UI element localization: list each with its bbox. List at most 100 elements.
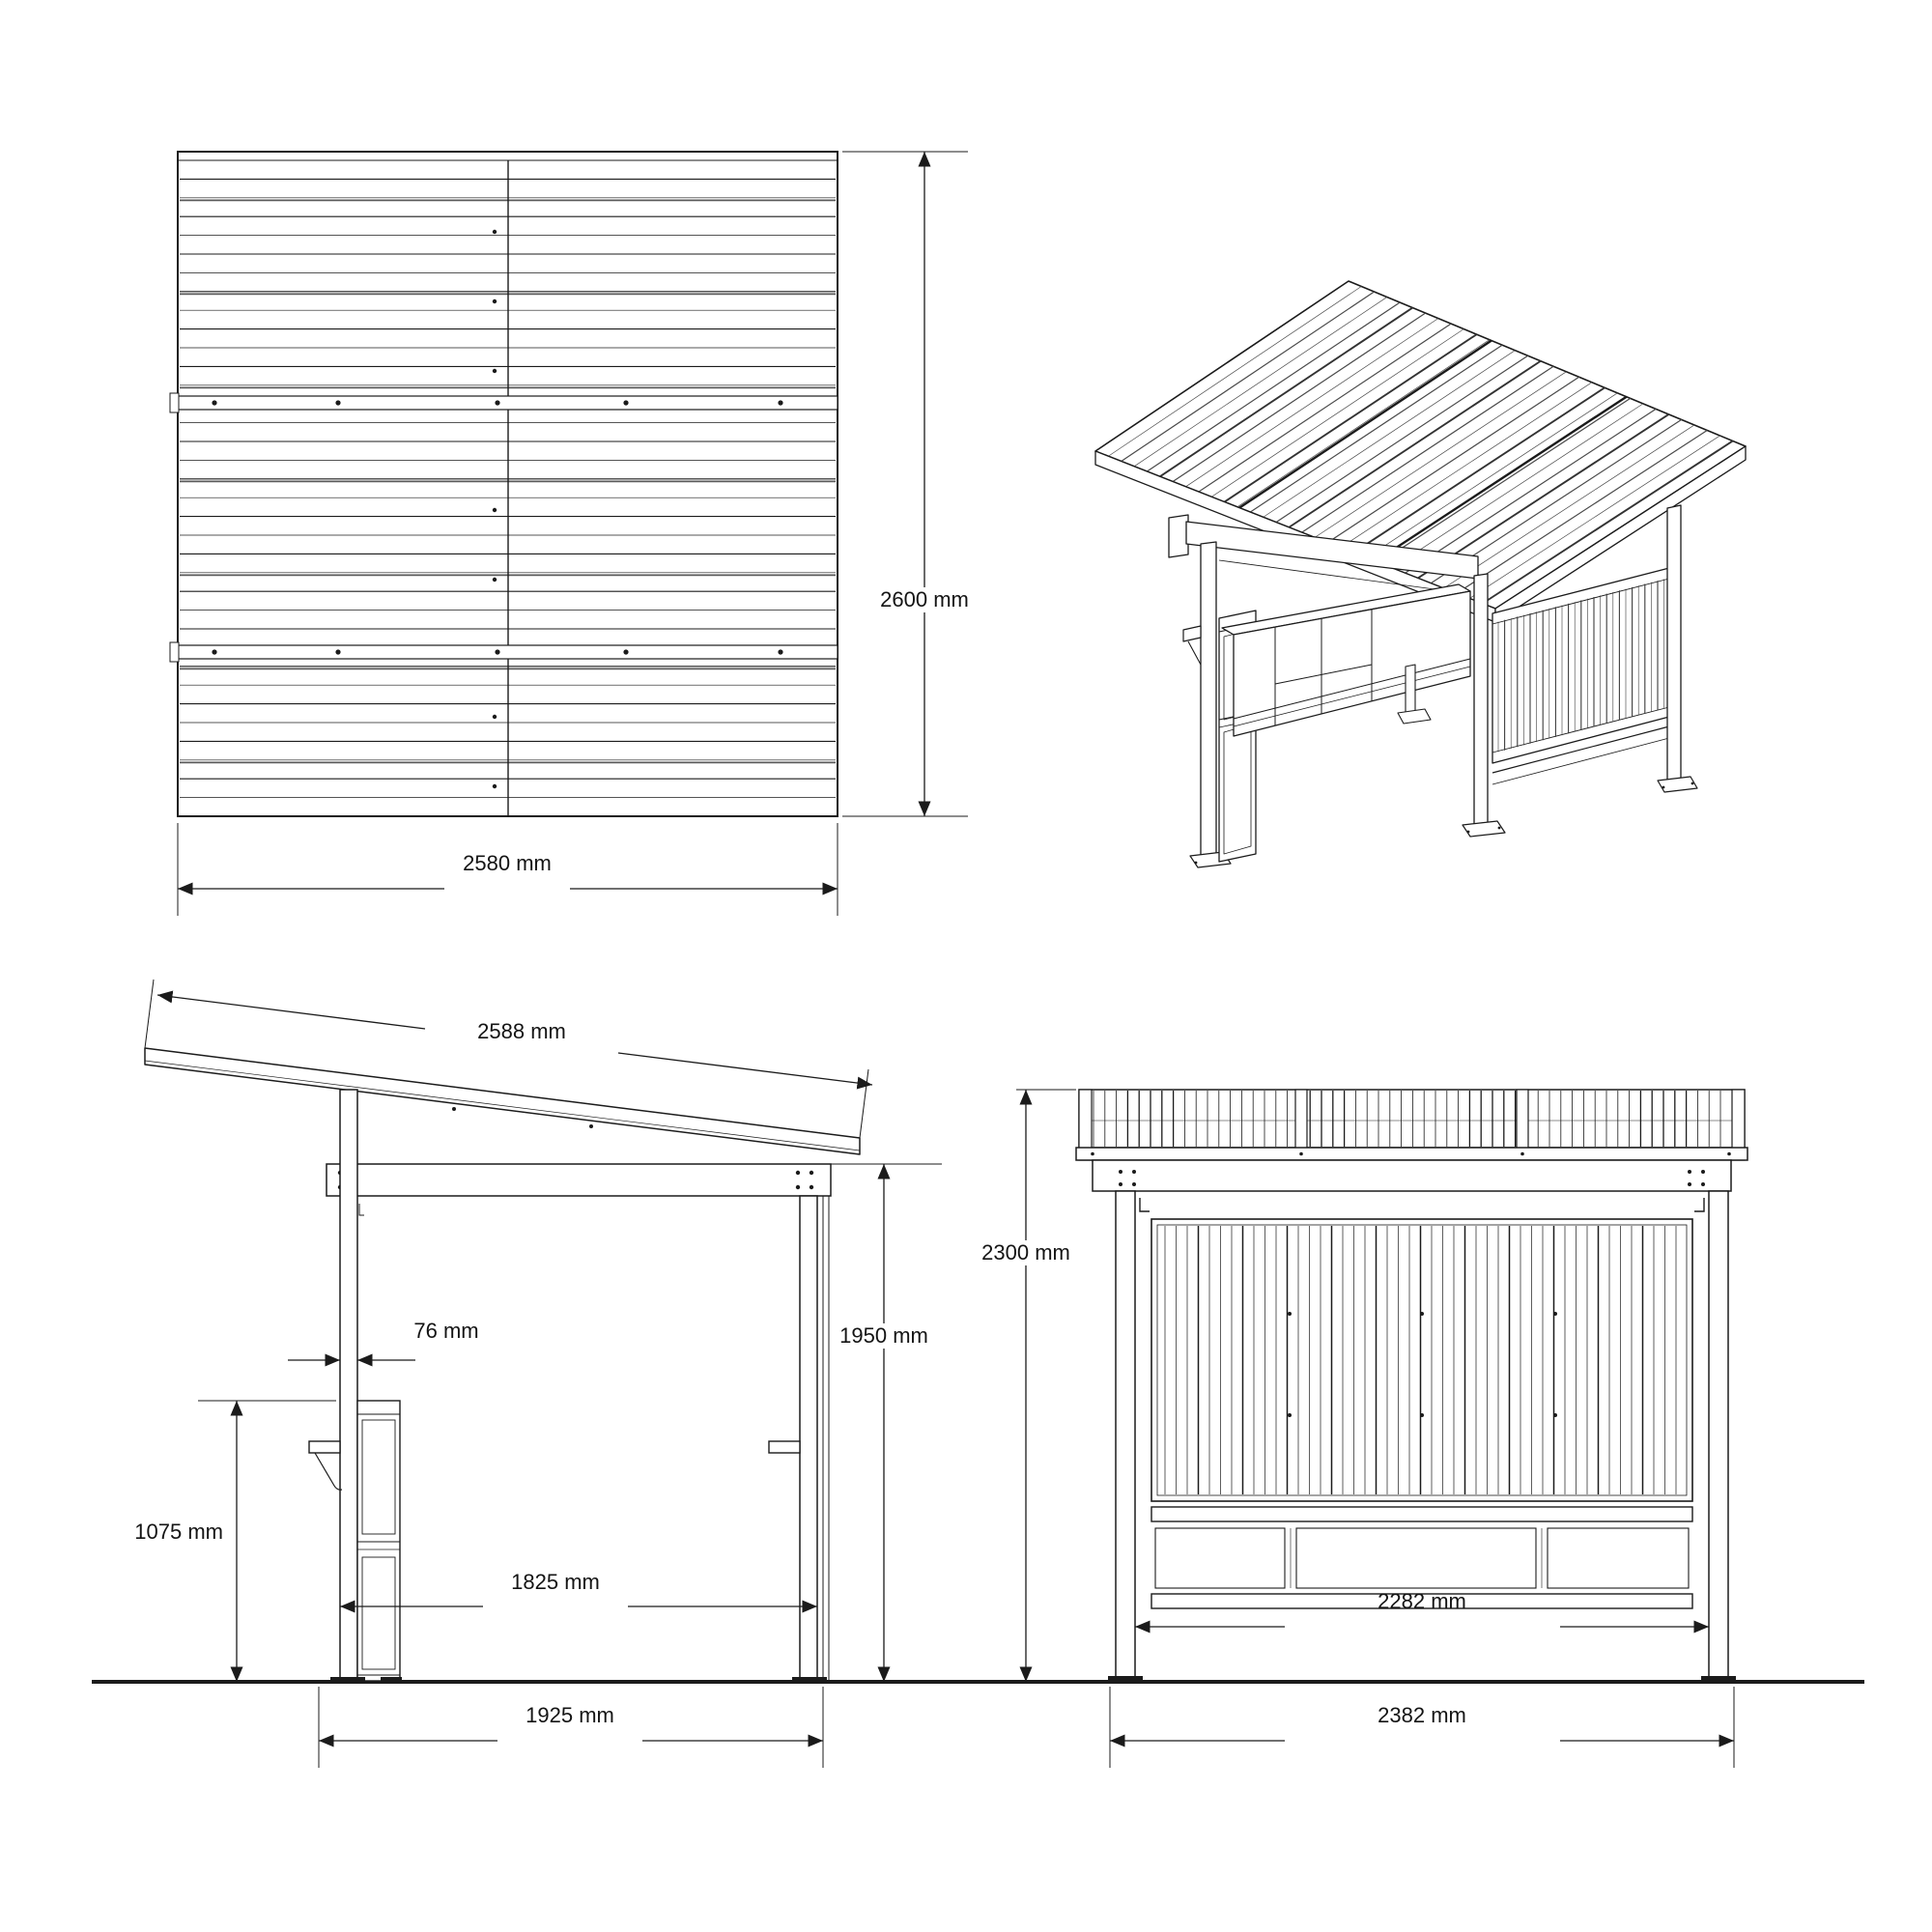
side-cabinet [356, 1400, 401, 1682]
dim-label-side-post-width: 76 mm [413, 1319, 479, 1343]
foot-pad [1108, 1676, 1143, 1682]
bolt-dot [1132, 1182, 1136, 1186]
iso-roof-plank [1185, 318, 1439, 488]
dim-label-front-overall-height: 2300 mm [977, 1240, 1075, 1265]
side-left-post [339, 1089, 358, 1683]
iso-mid-leg [1405, 664, 1416, 718]
screw-dot [492, 507, 497, 513]
screw-dot [1420, 1312, 1424, 1316]
iso-roof-seam [1375, 395, 1628, 563]
bolt-dot [1194, 861, 1198, 865]
iso-front-left-post [1200, 541, 1217, 863]
extension-line [859, 1068, 869, 1139]
iso-shelf [1182, 625, 1202, 642]
screw-dot [212, 649, 217, 655]
dim-label-roof-plan-width: 2580 mm [463, 851, 552, 875]
iso-front-right-post [1473, 573, 1489, 830]
screw-dot [1553, 1312, 1557, 1316]
side-right-post [799, 1195, 818, 1683]
screw-dot [623, 649, 629, 655]
iso-foot-plate [1657, 776, 1698, 793]
front-header-beam [1092, 1159, 1732, 1192]
isometric-view [1094, 280, 1747, 868]
screw-dot [1288, 1312, 1292, 1316]
side-hook-detail [358, 1204, 364, 1216]
iso-roof-plank [1405, 408, 1657, 574]
side-shelf-bracket [314, 1452, 343, 1491]
screw-dot [492, 714, 497, 720]
screw-dot [1288, 1413, 1292, 1417]
bolt-dot [1727, 1151, 1731, 1156]
front-counter-box [1547, 1527, 1690, 1589]
iso-roof-plank [1327, 376, 1579, 544]
front-slat-panel-inner [1156, 1224, 1688, 1496]
bolt-dot [809, 1184, 814, 1190]
screw-dot [492, 229, 497, 235]
iso-roof-plank [1224, 333, 1478, 503]
bolt-dot [1132, 1170, 1136, 1174]
dim-label-side-base-width: 1925 mm [526, 1703, 614, 1727]
roof-plan-joint-band [177, 395, 838, 411]
side-roof-inner-line [144, 1060, 861, 1151]
bolt-dot [1119, 1182, 1122, 1186]
dim-label-front-base-width: 2382 mm [1378, 1703, 1466, 1727]
iso-lower-rail [1492, 725, 1670, 774]
front-corner-bracket [1139, 1198, 1150, 1212]
iso-counter-rail [1233, 666, 1471, 727]
foot-pad [1701, 1676, 1736, 1682]
front-elevation-view [1075, 1089, 1748, 1683]
front-counter-box [1154, 1527, 1286, 1589]
iso-roof-plank [1314, 371, 1567, 538]
bolt-dot [795, 1184, 801, 1190]
side-cabinet-panel [361, 1419, 396, 1535]
screw-dot [495, 400, 500, 406]
bolt-dot [1520, 1151, 1524, 1156]
iso-roof-plank [1133, 297, 1387, 468]
iso-roof-plank [1147, 301, 1401, 472]
iso-roof-plank [1288, 359, 1542, 528]
foot-pad [381, 1677, 402, 1682]
iso-roof-seam [1238, 339, 1492, 509]
front-fascia-rail [1075, 1147, 1748, 1161]
bolt-dot [1688, 1170, 1691, 1174]
dim-label-roof-plan-height: 2600 mm [875, 587, 974, 612]
bolt-dot [1497, 826, 1501, 830]
side-cabinet-panel [361, 1556, 396, 1670]
iso-lower-rail [1492, 737, 1670, 785]
dim-label-front-clear-height: 1950 mm [835, 1323, 933, 1349]
dim-label-side-roof-slope: 2588 mm [477, 1019, 566, 1043]
side-elevation-view [92, 1047, 1864, 1684]
bolt-dot [1701, 1182, 1705, 1186]
iso-roof-plank [1210, 328, 1464, 497]
screw-dot [492, 298, 497, 304]
dim-2588 [156, 990, 426, 1030]
iso-roof-plank [1301, 365, 1554, 533]
iso-far-beam-line [1218, 559, 1450, 592]
bolt-dot [1701, 1170, 1705, 1174]
front-right-post [1708, 1190, 1729, 1683]
screw-dot [1553, 1413, 1557, 1417]
screw-dot [335, 400, 341, 406]
screw-dot [778, 400, 783, 406]
iso-counter-rail [1233, 658, 1471, 720]
foot-pad [792, 1677, 827, 1682]
front-counter-box [1295, 1527, 1537, 1589]
iso-roof-plank [1469, 435, 1720, 599]
bolt-dot [1688, 1182, 1691, 1186]
foot-pad [330, 1677, 365, 1682]
side-shelf [308, 1440, 341, 1454]
front-counter-top-rail [1151, 1506, 1693, 1522]
iso-foot-plate [1397, 708, 1432, 724]
iso-beam-bracket [1168, 514, 1189, 558]
dim-label-side-counter-height: 1075 mm [134, 1520, 223, 1544]
iso-roof-plank [1340, 382, 1593, 549]
iso-roof-plank [1275, 355, 1528, 524]
iso-roof-plank [1172, 312, 1426, 483]
iso-shelf-bracket [1187, 640, 1202, 666]
bolt-dot [809, 1170, 814, 1176]
iso-roof-plank [1159, 306, 1413, 478]
bolt-dot [795, 1170, 801, 1176]
iso-roof-plank [1108, 286, 1362, 457]
